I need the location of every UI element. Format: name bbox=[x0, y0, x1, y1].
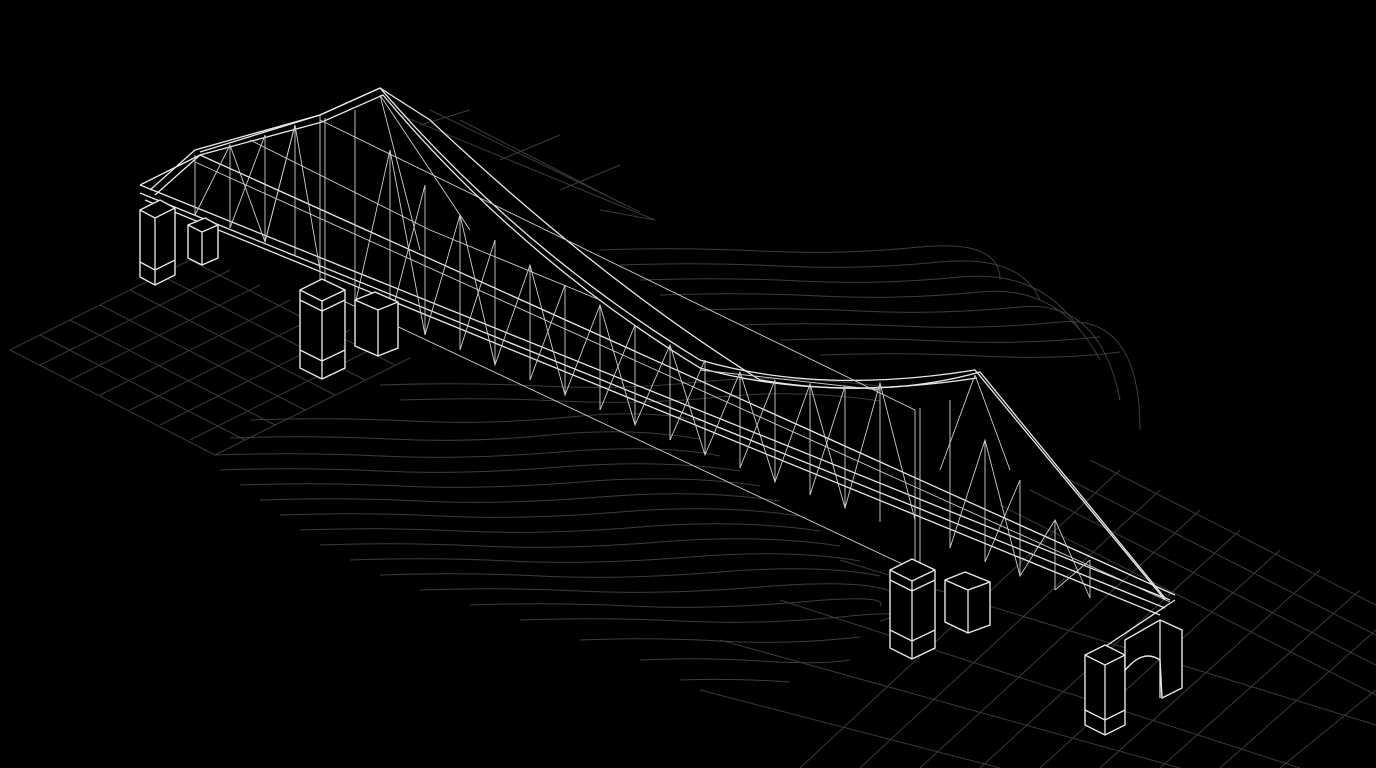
pier-right-abutment bbox=[1084, 619, 1183, 736]
ground-grid-left bbox=[9, 109, 656, 456]
pier-right-main bbox=[889, 558, 991, 660]
pier-left-front bbox=[139, 199, 176, 286]
river-water bbox=[214, 245, 1141, 683]
pier-left-main bbox=[299, 278, 399, 380]
pier-left-back bbox=[187, 217, 219, 266]
ground-grid-right bbox=[699, 459, 1376, 768]
truss-web bbox=[194, 94, 1091, 599]
